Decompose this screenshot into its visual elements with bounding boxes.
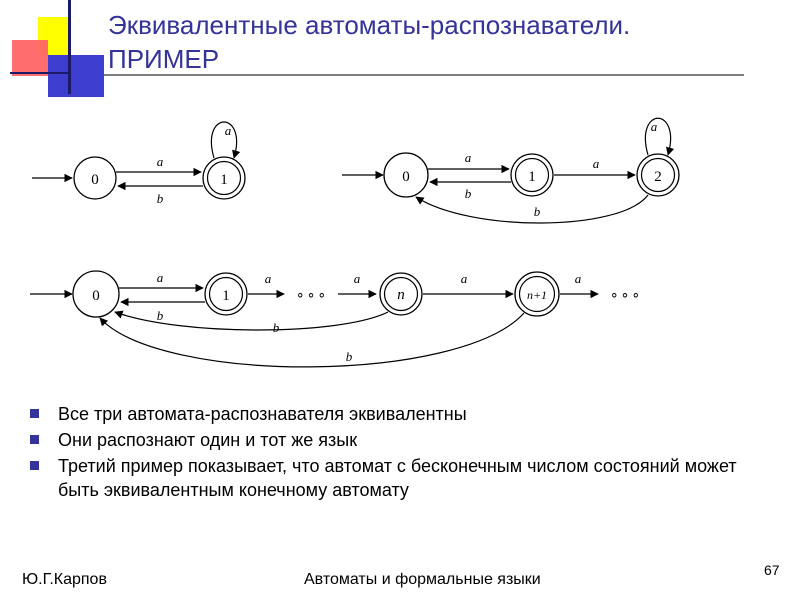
a3-edge-n1-0-b bbox=[100, 313, 524, 367]
a1-self-loop-label: a bbox=[225, 123, 232, 138]
a2-state-2-label: 2 bbox=[654, 169, 662, 185]
a2-state-1-label: 1 bbox=[528, 169, 536, 185]
automaton-3: 0 1 a b a ∘∘∘ a n a n+1 a ∘∘∘ b b bbox=[30, 270, 642, 367]
bullet-text: Третий пример показывает, что автомат с … bbox=[58, 456, 737, 500]
a3-ellipsis-2: ∘∘∘ bbox=[610, 288, 642, 303]
bullet-text: Все три автомата-распознавателя эквивале… bbox=[58, 404, 467, 424]
bullet-item: Они распознают один и тот же язык bbox=[30, 428, 770, 452]
a3-edge-n-n1-a-label: a bbox=[461, 271, 468, 286]
automaton-2: 0 1 2 a b a b a bbox=[342, 118, 679, 223]
a2-edge-1-2-a-label: a bbox=[593, 156, 600, 171]
a3-state-n-label: n bbox=[397, 287, 405, 303]
a2-self-loop-label: a bbox=[651, 119, 658, 134]
a1-edge-a-label: a bbox=[157, 154, 164, 169]
bullet-item: Третий пример показывает, что автомат с … bbox=[30, 454, 770, 502]
a3-edge-n1-dots-a-label: a bbox=[575, 271, 582, 286]
a2-edge-1-0-b-label: b bbox=[465, 186, 472, 201]
a1-state-0-label: 0 bbox=[91, 172, 99, 188]
a1-state-1-label: 1 bbox=[220, 172, 228, 188]
a3-edge-dots-n-a-label: a bbox=[354, 271, 361, 286]
a3-edge-1-0-b-label: b bbox=[157, 308, 164, 323]
a3-edge-1-dots-a-label: a bbox=[265, 271, 272, 286]
a2-self-loop bbox=[645, 118, 670, 155]
automata-diagram: 0 1 a b a 0 1 2 a b a b a 0 bbox=[0, 0, 800, 400]
footer-author: Ю.Г.Карпов bbox=[22, 571, 107, 589]
a3-edge-n-0-b-label: b bbox=[273, 320, 280, 335]
bullet-text: Они распознают один и тот же язык bbox=[58, 430, 357, 450]
a3-edge-n1-0-b-label: b bbox=[346, 349, 353, 364]
bullet-square-icon bbox=[30, 461, 39, 470]
bullet-square-icon bbox=[30, 409, 39, 418]
a3-edge-0-1-a-label: a bbox=[157, 270, 164, 285]
automaton-1: 0 1 a b a bbox=[32, 122, 245, 206]
footer-course: Автоматы и формальные языки bbox=[304, 571, 541, 589]
a3-state-n1-label: n+1 bbox=[527, 288, 547, 302]
a2-edge-0-1-a-label: a bbox=[465, 150, 472, 165]
a2-edge-2-0-b-label: b bbox=[534, 204, 541, 219]
a2-edge-2-0-b bbox=[416, 195, 648, 223]
a3-ellipsis-1: ∘∘∘ bbox=[296, 288, 328, 303]
bullet-list: Все три автомата-распознавателя эквивале… bbox=[30, 402, 770, 504]
bullet-item: Все три автомата-распознавателя эквивале… bbox=[30, 402, 770, 426]
page-number: 67 bbox=[764, 562, 780, 578]
a2-state-0-label: 0 bbox=[402, 169, 410, 185]
a1-edge-b-label: b bbox=[157, 191, 164, 206]
bullet-square-icon bbox=[30, 435, 39, 444]
a3-state-0-label: 0 bbox=[92, 288, 100, 304]
a3-state-1-label: 1 bbox=[222, 288, 230, 304]
